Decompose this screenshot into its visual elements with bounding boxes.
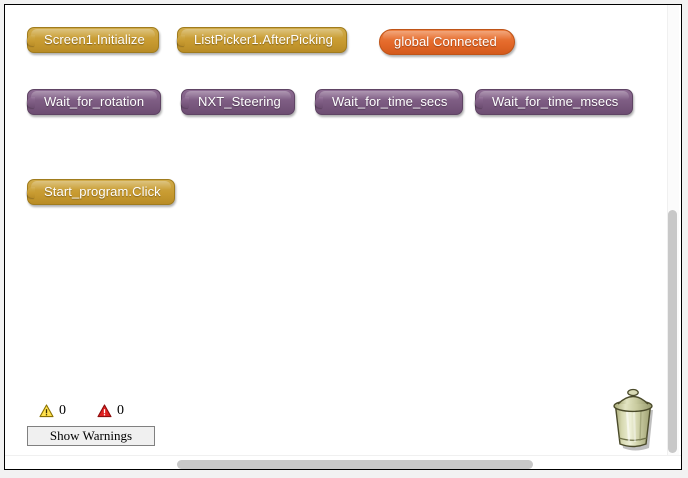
- block-label: ListPicker1.AfterPicking: [194, 32, 333, 47]
- block-label: Start_program.Click: [44, 184, 161, 199]
- error-count: 0: [117, 403, 124, 418]
- blocks-workspace-canvas[interactable]: Screen1.Initialize ListPicker1.AfterPicki…: [5, 5, 663, 455]
- block-start-program-click[interactable]: Start_program.Click: [27, 179, 175, 205]
- block-label: NXT_Steering: [198, 94, 281, 109]
- window-bottom-strip: [0, 472, 688, 478]
- block-nxt-steering[interactable]: NXT_Steering: [181, 89, 295, 115]
- block-label: Wait_for_rotation: [44, 94, 145, 109]
- block-screen1-initialize[interactable]: Screen1.Initialize: [27, 27, 159, 53]
- trash-can-icon[interactable]: [605, 386, 661, 452]
- block-listpicker1-afterpicking[interactable]: ListPicker1.AfterPicking: [177, 27, 347, 53]
- block-label: Screen1.Initialize: [44, 32, 145, 47]
- block-wait-for-time-secs[interactable]: Wait_for_time_secs: [315, 89, 463, 115]
- warning-indicator-bar: 0 0 Show Warnings: [27, 403, 197, 453]
- warning-count: 0: [59, 403, 66, 418]
- vertical-scrollbar[interactable]: [663, 5, 681, 455]
- block-label: Wait_for_time_secs: [332, 94, 448, 109]
- block-global-connected[interactable]: global Connected: [379, 29, 515, 55]
- error-indicator[interactable]: 0: [97, 403, 124, 419]
- warning-indicator[interactable]: 0: [39, 403, 66, 419]
- horizontal-scrollbar[interactable]: [5, 455, 681, 469]
- block-label: Wait_for_time_msecs: [492, 94, 619, 109]
- block-label: global Connected: [394, 34, 497, 49]
- block-wait-for-time-msecs[interactable]: Wait_for_time_msecs: [475, 89, 633, 115]
- blocks-editor-frame: Screen1.Initialize ListPicker1.AfterPicki…: [4, 4, 682, 470]
- block-wait-for-rotation[interactable]: Wait_for_rotation: [27, 89, 161, 115]
- show-warnings-button[interactable]: Show Warnings: [27, 426, 155, 446]
- vertical-scrollbar-thumb[interactable]: [668, 210, 677, 453]
- horizontal-scrollbar-thumb[interactable]: [177, 460, 533, 469]
- error-triangle-icon: [97, 404, 112, 418]
- warning-triangle-icon: [39, 404, 54, 418]
